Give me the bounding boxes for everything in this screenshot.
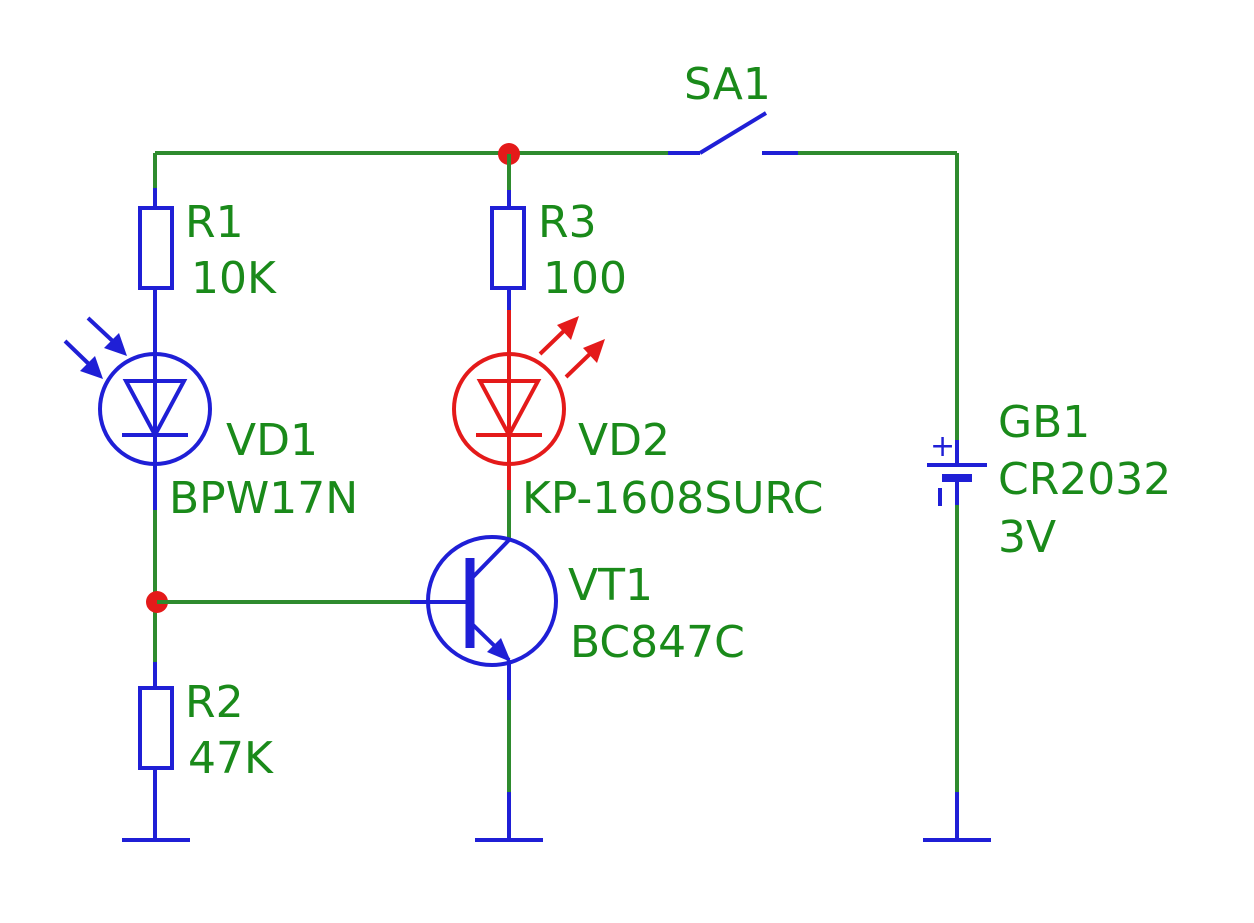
resistor-r1	[138, 188, 174, 350]
transistor-vt1	[410, 535, 558, 700]
resistor-r3-ref: R3	[538, 197, 597, 248]
resistor-r3-value: 100	[543, 253, 627, 304]
resistor-r1-ref: R1	[185, 197, 244, 248]
battery-gb1-part: CR2032	[998, 454, 1171, 505]
resistor-r2	[138, 662, 174, 840]
led-vd2-ref: VD2	[578, 415, 670, 466]
battery-gb1	[927, 440, 987, 506]
resistor-r2-ref: R2	[185, 677, 244, 728]
photodiode-vd1	[63, 316, 212, 510]
led-vd2	[452, 310, 605, 490]
ground-symbol-middle	[475, 792, 543, 842]
resistor-r3	[490, 190, 526, 310]
transistor-vt1-part: BC847C	[570, 617, 745, 668]
resistor-r2-value: 47K	[188, 733, 274, 784]
led-vd2-part: KP-1608SURC	[522, 473, 824, 524]
battery-gb1-voltage: 3V	[998, 512, 1056, 563]
switch-sa1	[668, 111, 798, 155]
battery-gb1-ref: GB1	[998, 397, 1090, 448]
photodiode-vd1-ref: VD1	[226, 415, 318, 466]
switch-sa1-ref: SA1	[684, 59, 771, 110]
transistor-vt1-ref: VT1	[568, 560, 653, 611]
resistor-r1-value: 10K	[191, 253, 277, 304]
ground-symbol-right	[923, 792, 991, 842]
battery-plus-sign: +	[930, 429, 955, 464]
photodiode-vd1-part: BPW17N	[169, 473, 358, 524]
